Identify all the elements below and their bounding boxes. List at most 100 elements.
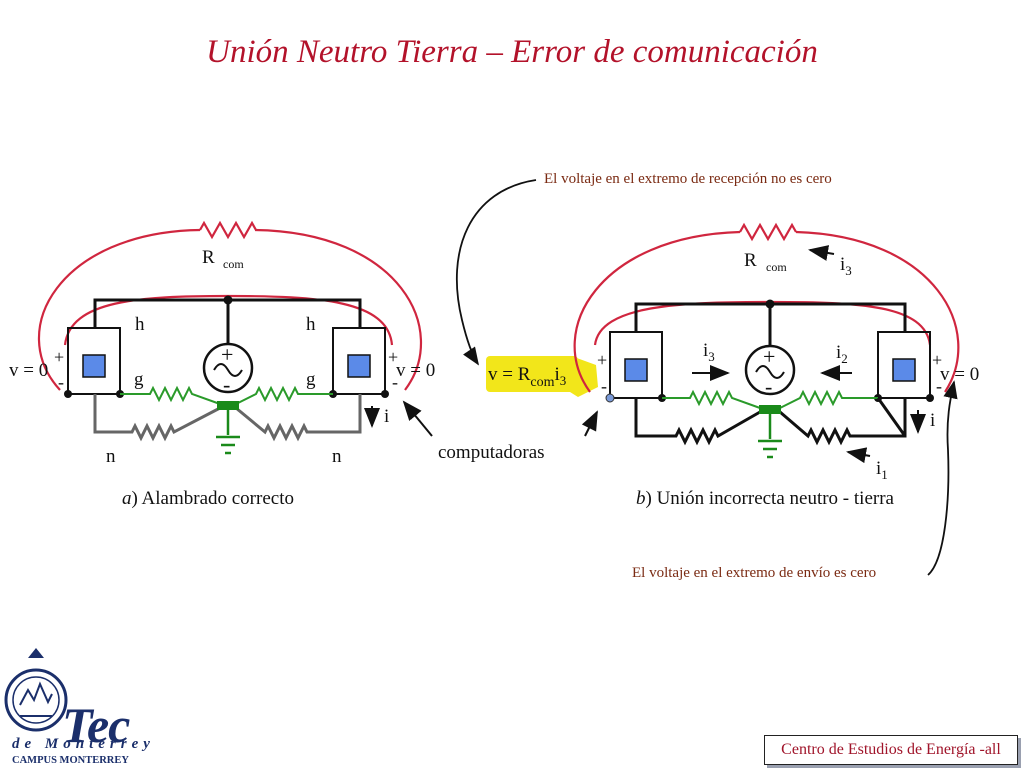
caption-right-text: ) Unión incorrecta neutro - tierra: [645, 488, 894, 509]
right-rcom-sub: com: [766, 260, 787, 274]
right-ac-source: [744, 344, 796, 396]
right-computer-b-screen: [892, 358, 916, 382]
right-i3-label: i3: [703, 340, 715, 364]
left-rcom-label: R: [202, 247, 215, 268]
right-i1-arrow: [846, 447, 871, 464]
left-plus-a: +: [54, 347, 64, 367]
caption-left-text: ) Alambrado correcto: [131, 488, 294, 509]
left-source-minus: -: [223, 372, 230, 397]
right-v-isub: 3: [560, 373, 567, 388]
left-outer-loop-left: [37, 228, 201, 391]
left-v-label-b: v = 0: [396, 360, 435, 381]
logo-tec-text: Tec: [62, 697, 130, 753]
right-outer-loop-left: [573, 230, 741, 393]
right-i3-i: i: [703, 340, 708, 361]
left-minus-b: -: [392, 372, 398, 392]
left-g-label-a: g: [134, 369, 144, 390]
right-n-wire-b: [779, 398, 907, 446]
footer-credit: Centro de Estudios de Energía -all: [764, 735, 1018, 765]
right-rcom-resistor: [739, 222, 797, 242]
left-h-node: [223, 295, 233, 305]
right-inner-loop: [593, 300, 932, 346]
left-outer-loop-right: [254, 228, 422, 391]
right-neutral-ground-bond: [876, 397, 907, 437]
right-source-plus: +: [763, 344, 775, 369]
right-i3-sub: 3: [708, 349, 715, 364]
left-current-label: i: [384, 406, 389, 427]
left-computer-a-screen: [82, 354, 106, 378]
right-node-b2: [926, 394, 934, 402]
left-n-label-b: n: [332, 446, 342, 467]
left-h-label-a: h: [135, 314, 145, 335]
receive-note-arrow: [455, 179, 537, 366]
right-ground-bar: [759, 405, 781, 414]
left-source-plus: +: [221, 342, 233, 367]
left-v-label-a: v = 0: [9, 360, 48, 381]
right-computer-a-screen: [624, 358, 648, 382]
left-ac-source: [202, 342, 254, 394]
left-ac-wave: [213, 363, 243, 377]
right-g-resistor-b: [779, 389, 878, 409]
logo-monterrey-text: de Monterrey: [12, 736, 155, 752]
right-circuit: + - R com i3 i3 i2 i1 i v = Rcomi3 v = 0…: [486, 222, 979, 482]
right-v-com-sub: com: [530, 375, 554, 390]
right-i2-sub: 2: [841, 351, 848, 366]
right-outer-loop-right: [795, 230, 960, 393]
left-computer-b-screen: [347, 354, 371, 378]
right-n-wire-a: [634, 398, 761, 446]
right-g-resistor-a: [662, 389, 761, 409]
right-v-i: i: [555, 364, 560, 385]
left-g-resistor-b: [235, 385, 333, 405]
right-i1-label: i1: [876, 458, 888, 482]
right-i3-rcom-i: i: [840, 254, 845, 275]
left-node-a1: [64, 390, 72, 398]
right-plus-b: +: [932, 350, 942, 370]
left-minus-a: -: [58, 372, 64, 392]
right-v-label-b: v = 0: [940, 364, 979, 385]
right-i1-i: i: [876, 458, 881, 479]
right-i2-label: i2: [836, 342, 848, 366]
caption-right: b) Unión incorrecta neutro - tierra: [636, 488, 894, 510]
left-rcom-resistor: [199, 220, 257, 240]
right-i3-rcom-sub: 3: [845, 263, 852, 278]
left-n-wire-b: [235, 394, 362, 442]
left-n-label-a: n: [106, 446, 116, 467]
right-i3-rcom-label: i3: [840, 254, 852, 278]
right-h-node: [765, 299, 775, 309]
right-i3-rcom-arrow: [808, 245, 835, 261]
left-h-label-b: h: [306, 314, 316, 335]
right-current-label: i: [930, 410, 935, 431]
note-receive-voltage: El voltaje en el extremo de recepción no…: [544, 171, 832, 187]
right-source-minus: -: [765, 374, 772, 399]
left-plus-b: +: [388, 347, 398, 367]
page-title: Unión Neutro Tierra – Error de comunicac…: [206, 34, 818, 70]
logo-seal-icon: [4, 648, 68, 732]
right-plus-a: +: [597, 350, 607, 370]
right-node-a1: [605, 393, 615, 403]
left-n-wire-a: [93, 394, 221, 442]
left-node-b2: [381, 390, 389, 398]
left-g-label-b: g: [306, 369, 316, 390]
right-rcom-label: R: [744, 250, 757, 271]
left-rcom-sub: com: [223, 257, 244, 271]
caption-right-letter: b: [636, 488, 646, 509]
right-v-label-a: v = Rcomi3: [488, 364, 566, 390]
right-minus-a: -: [601, 376, 607, 396]
caption-left-letter: a: [122, 488, 132, 509]
highlight-v-rcom: [486, 356, 578, 392]
note-send-voltage: El voltaje en el extremo de envío es cer…: [632, 565, 877, 581]
logo-campus-text: CAMPUS MONTERREY: [12, 755, 129, 766]
right-v-main: v = R: [488, 364, 531, 385]
left-ground-bar: [217, 401, 239, 410]
left-circuit: + - R com h h g g n n v = 0 v = 0 + - + …: [9, 220, 598, 467]
right-i1-sub: 1: [881, 467, 888, 482]
right-minus-b: -: [936, 376, 942, 396]
right-i2-i: i: [836, 342, 841, 363]
send-note-arrow: [927, 380, 958, 576]
computers-pointer-left: [402, 400, 433, 437]
computers-pointer-right: [581, 410, 598, 437]
computers-label: computadoras: [438, 442, 545, 463]
right-ac-wave: [755, 365, 785, 379]
caption-left: a) Alambrado correcto: [122, 488, 294, 510]
